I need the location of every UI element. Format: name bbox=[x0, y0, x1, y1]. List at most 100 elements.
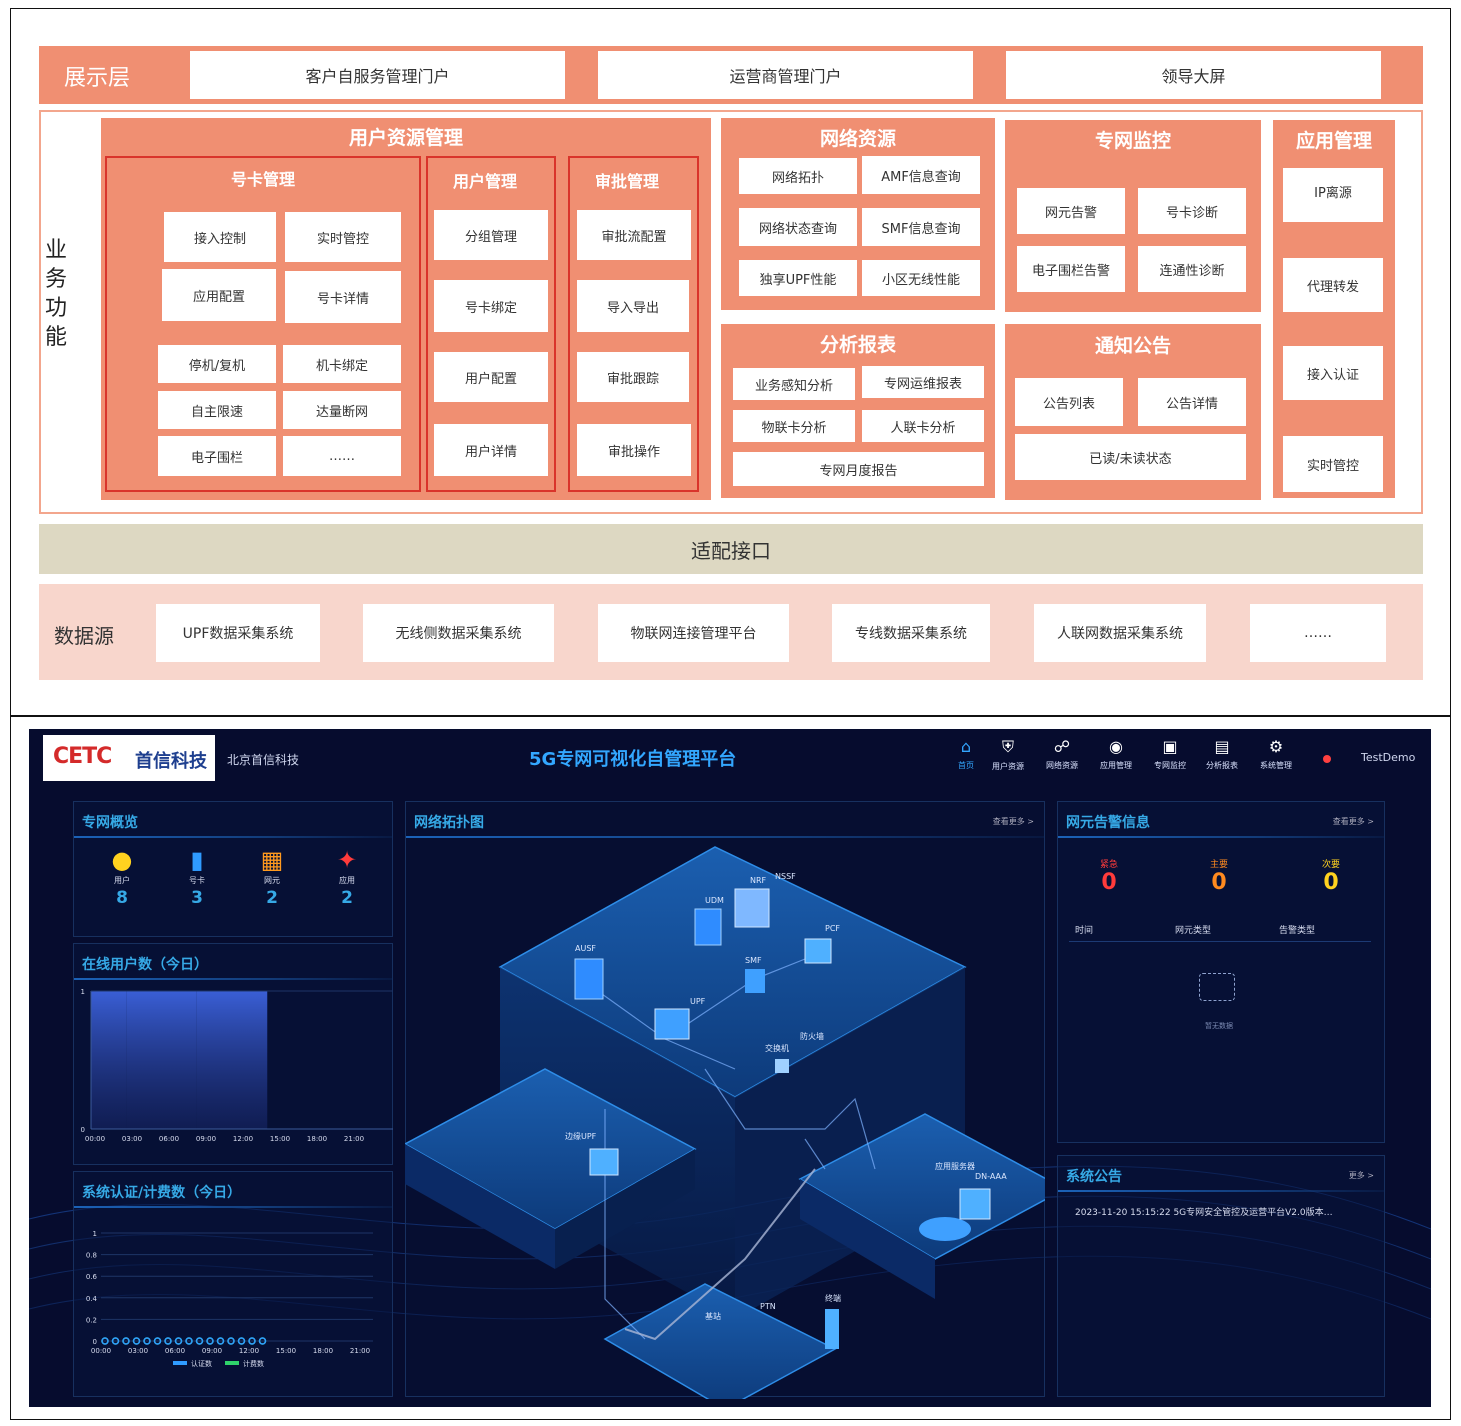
data-point bbox=[174, 1337, 183, 1345]
x-tick: 09:00 bbox=[202, 1347, 222, 1355]
topo-label: 边缘UPF bbox=[565, 1131, 597, 1141]
approval-mgmt-group bbox=[568, 156, 699, 492]
approval-item: 审批流配置 bbox=[577, 210, 691, 260]
nav-user-resource[interactable]: ⛨用户资源 bbox=[983, 737, 1033, 772]
topo-label: SMF bbox=[745, 956, 762, 965]
monitor-item: 号卡诊断 bbox=[1138, 188, 1246, 234]
gear-icon: ⚙ bbox=[1268, 737, 1284, 756]
alarm-col-alarm-type: 告警类型 bbox=[1279, 926, 1316, 936]
home-icon: ⌂ bbox=[960, 737, 972, 756]
presentation-item: 领导大屏 bbox=[1006, 51, 1381, 99]
adapter-interface: 适配接口 bbox=[39, 524, 1423, 574]
x-tick: 03:00 bbox=[128, 1347, 148, 1355]
user-name[interactable]: TestDemo bbox=[1361, 751, 1416, 764]
topo-label: AUSF bbox=[575, 944, 596, 953]
topology-more-link[interactable]: 查看更多 > bbox=[992, 817, 1034, 826]
data-point bbox=[122, 1337, 130, 1345]
network-item: 小区无线性能 bbox=[862, 260, 980, 296]
x-tick: 21:00 bbox=[350, 1347, 370, 1355]
data-point bbox=[101, 1337, 109, 1345]
online-users-title: 在线用户数（今日） bbox=[82, 957, 208, 973]
topo-label: PCF bbox=[825, 924, 840, 933]
nav-monitor[interactable]: ▣专网监控 bbox=[1145, 737, 1195, 771]
network-item: 独享UPF性能 bbox=[739, 260, 857, 296]
network-item: AMF信息查询 bbox=[862, 156, 980, 194]
analysis-item: 专网运维报表 bbox=[862, 366, 984, 398]
legend-label: 计费数 bbox=[243, 1359, 264, 1368]
presentation-layer-label: 展示层 bbox=[64, 66, 131, 91]
overview-stat-value: 2 bbox=[266, 888, 278, 908]
shield-icon: ⛨ bbox=[1001, 737, 1014, 756]
analysis-item: 人联卡分析 bbox=[862, 410, 984, 442]
approval-item: 导入导出 bbox=[577, 280, 689, 332]
card-item: …… bbox=[283, 436, 401, 476]
data-point bbox=[164, 1337, 172, 1345]
y-tick: 0 bbox=[93, 1338, 97, 1346]
notice-more-link[interactable]: 更多 > bbox=[1348, 1171, 1374, 1180]
app-item: 代理转发 bbox=[1283, 258, 1383, 312]
x-tick: 00:00 bbox=[85, 1135, 105, 1143]
notice-item: 公告详情 bbox=[1138, 378, 1246, 426]
analysis-item: 物联卡分析 bbox=[733, 410, 855, 442]
card-item: 接入控制 bbox=[164, 212, 276, 262]
approval-item: 审批操作 bbox=[577, 424, 691, 476]
nav-app-mgmt[interactable]: ◉应用管理 bbox=[1091, 737, 1141, 771]
area-segment bbox=[232, 991, 268, 1129]
data-point bbox=[258, 1337, 267, 1345]
data-source-item: UPF数据采集系统 bbox=[156, 604, 320, 662]
auth-billing-panel: 系统认证/计费数（今日） bbox=[73, 1171, 393, 1397]
notification-dot-icon[interactable] bbox=[1323, 755, 1331, 763]
overview-divider bbox=[74, 836, 392, 838]
topo-label: 基站 bbox=[705, 1311, 721, 1321]
topo-label: 应用服务器 bbox=[935, 1161, 975, 1171]
overview-stat: ▦ 网元 2 bbox=[247, 847, 297, 908]
nav-system[interactable]: ⚙系统管理 bbox=[1251, 737, 1301, 771]
data-point bbox=[195, 1337, 204, 1345]
sim-icon: ▮ bbox=[190, 846, 204, 874]
network-item: 网络状态查询 bbox=[739, 208, 857, 246]
area-segment bbox=[196, 991, 232, 1129]
card-item: 机卡绑定 bbox=[283, 345, 401, 383]
area-segment bbox=[126, 991, 162, 1129]
alarm-title: 网元告警信息 bbox=[1066, 815, 1150, 831]
app-item: IP离源 bbox=[1283, 168, 1383, 222]
overview-stat-label: 号卡 bbox=[189, 876, 205, 885]
nav-report[interactable]: ▤分析报表 bbox=[1197, 737, 1247, 771]
user-mgmt-item: 用户配置 bbox=[434, 352, 548, 402]
data-source-item: 无线侧数据采集系统 bbox=[363, 604, 554, 662]
nav-home[interactable]: ⌂首页 bbox=[941, 737, 991, 771]
x-tick: 09:00 bbox=[196, 1135, 216, 1143]
card-item: 自主限速 bbox=[158, 391, 276, 429]
logo-cn: 首信科技 bbox=[135, 751, 207, 772]
logo-cetc: CETC bbox=[53, 744, 112, 769]
topo-label: NRF bbox=[750, 876, 767, 885]
data-source-item: 物联网连接管理平台 bbox=[598, 604, 789, 662]
topo-label: UDM bbox=[705, 896, 724, 905]
overview-stat-label: 用户 bbox=[114, 876, 130, 885]
network-item: 网络拓扑 bbox=[739, 158, 857, 194]
analysis-item: 专网月度报告 bbox=[733, 452, 984, 486]
y-tick: 1 bbox=[93, 1230, 97, 1238]
x-tick: 21:00 bbox=[344, 1135, 364, 1143]
legend-label: 认证数 bbox=[191, 1359, 212, 1368]
alarm-col-time: 时间 bbox=[1075, 926, 1094, 936]
platform-title: 5G专网可视化自管理平台 bbox=[529, 749, 737, 770]
system-notice-panel: 系统公告 更多 > bbox=[1057, 1155, 1385, 1397]
server-icon: ▦ bbox=[260, 846, 284, 874]
nav-network-resource[interactable]: ☍网络资源 bbox=[1037, 737, 1087, 771]
y-tick: 1 bbox=[81, 988, 85, 996]
y-tick: 0.8 bbox=[86, 1252, 97, 1260]
notice-item[interactable]: 2023-11-20 15:15:22 5G专网安全管控及运营平台V2.0版本… bbox=[1075, 1208, 1333, 1218]
notice-divider bbox=[1058, 1190, 1384, 1192]
business-function-area bbox=[39, 110, 1423, 514]
overview-stat: ▮ 号卡 3 bbox=[172, 847, 222, 908]
y-tick: 0.2 bbox=[86, 1316, 97, 1324]
data-point bbox=[143, 1337, 151, 1345]
alarm-more-link[interactable]: 查看更多 > bbox=[1332, 817, 1374, 826]
area-segment bbox=[91, 991, 127, 1129]
company-name: 北京首信科技 bbox=[227, 753, 300, 767]
card-item: 达量断网 bbox=[283, 391, 401, 429]
data-point bbox=[216, 1337, 225, 1345]
x-tick: 03:00 bbox=[122, 1135, 142, 1143]
